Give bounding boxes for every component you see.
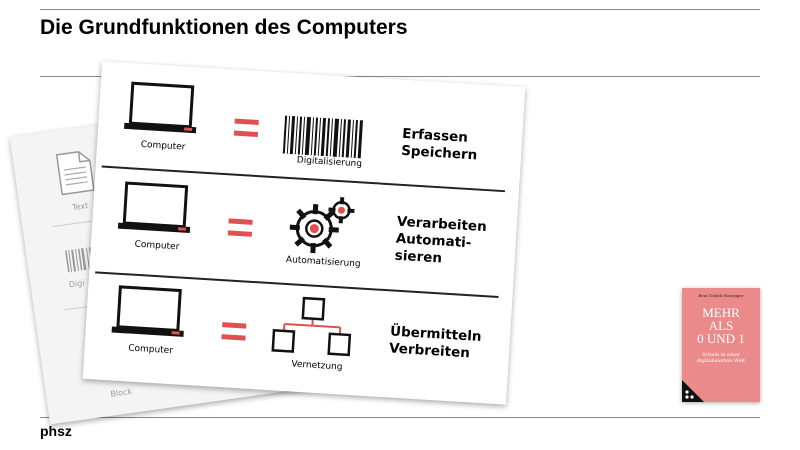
laptop-icon: [111, 285, 184, 337]
function-label: Vernetzung: [291, 359, 343, 373]
publisher-logo-icon: [682, 380, 704, 402]
back-label-digi: Digi: [68, 278, 86, 290]
book-cover: Beat Döbeli Honegger MEHR ALS 0 UND 1 Sc…: [682, 288, 760, 402]
gears-icon: [289, 197, 355, 254]
book-subtitle-line: Schule in einer: [701, 352, 741, 358]
barcode-icon: [282, 115, 363, 159]
equals-icon: [233, 118, 259, 137]
laptop-icon: [124, 81, 197, 134]
device-label: Computer: [134, 239, 180, 253]
front-card: Computer Digitalisierung Erfassen Speich…: [82, 61, 526, 405]
function-description: Erfassen Speichern: [401, 126, 515, 167]
footer-label: phsz: [40, 423, 72, 439]
function-description: Verarbeiten Automati- sieren: [394, 214, 509, 272]
book-title-line: 0 UND 1: [697, 331, 745, 346]
document-icon: [55, 151, 95, 196]
device-label: Computer: [127, 343, 174, 357]
device-label: Computer: [140, 139, 186, 153]
back-label-text: Text: [71, 201, 89, 213]
book-subtitle: Schule in einer digitalisierten Welt: [688, 352, 754, 364]
function-row-process: Computer: [90, 167, 519, 293]
function-label: Automatisierung: [285, 254, 361, 270]
equals-icon: [221, 322, 247, 341]
function-description: Übermitteln Verbreiten: [389, 323, 503, 364]
title-rule-top: [40, 9, 760, 10]
function-row-capture: Computer Digitalisierung Erfassen Speich…: [96, 61, 525, 187]
book-title-line: ALS: [708, 318, 734, 333]
back-label-block: Block: [109, 386, 133, 399]
book-author: Beat Döbeli Honegger: [698, 293, 744, 298]
equals-icon: [227, 218, 253, 237]
laptop-icon: [117, 181, 191, 234]
book-title-line: MEHR: [702, 305, 740, 320]
function-row-network: Computer Vernetzung Übermitteln Verbreit…: [83, 273, 512, 399]
slide-title: Die Grundfunktionen des Computers: [40, 16, 408, 39]
book-subtitle-line: digitalisierten Welt: [696, 358, 746, 364]
footer-rule: [40, 417, 760, 418]
network-icon: [271, 296, 352, 357]
book-title: MEHR ALS 0 UND 1: [682, 306, 760, 345]
title-rule-bottom: [40, 76, 760, 77]
